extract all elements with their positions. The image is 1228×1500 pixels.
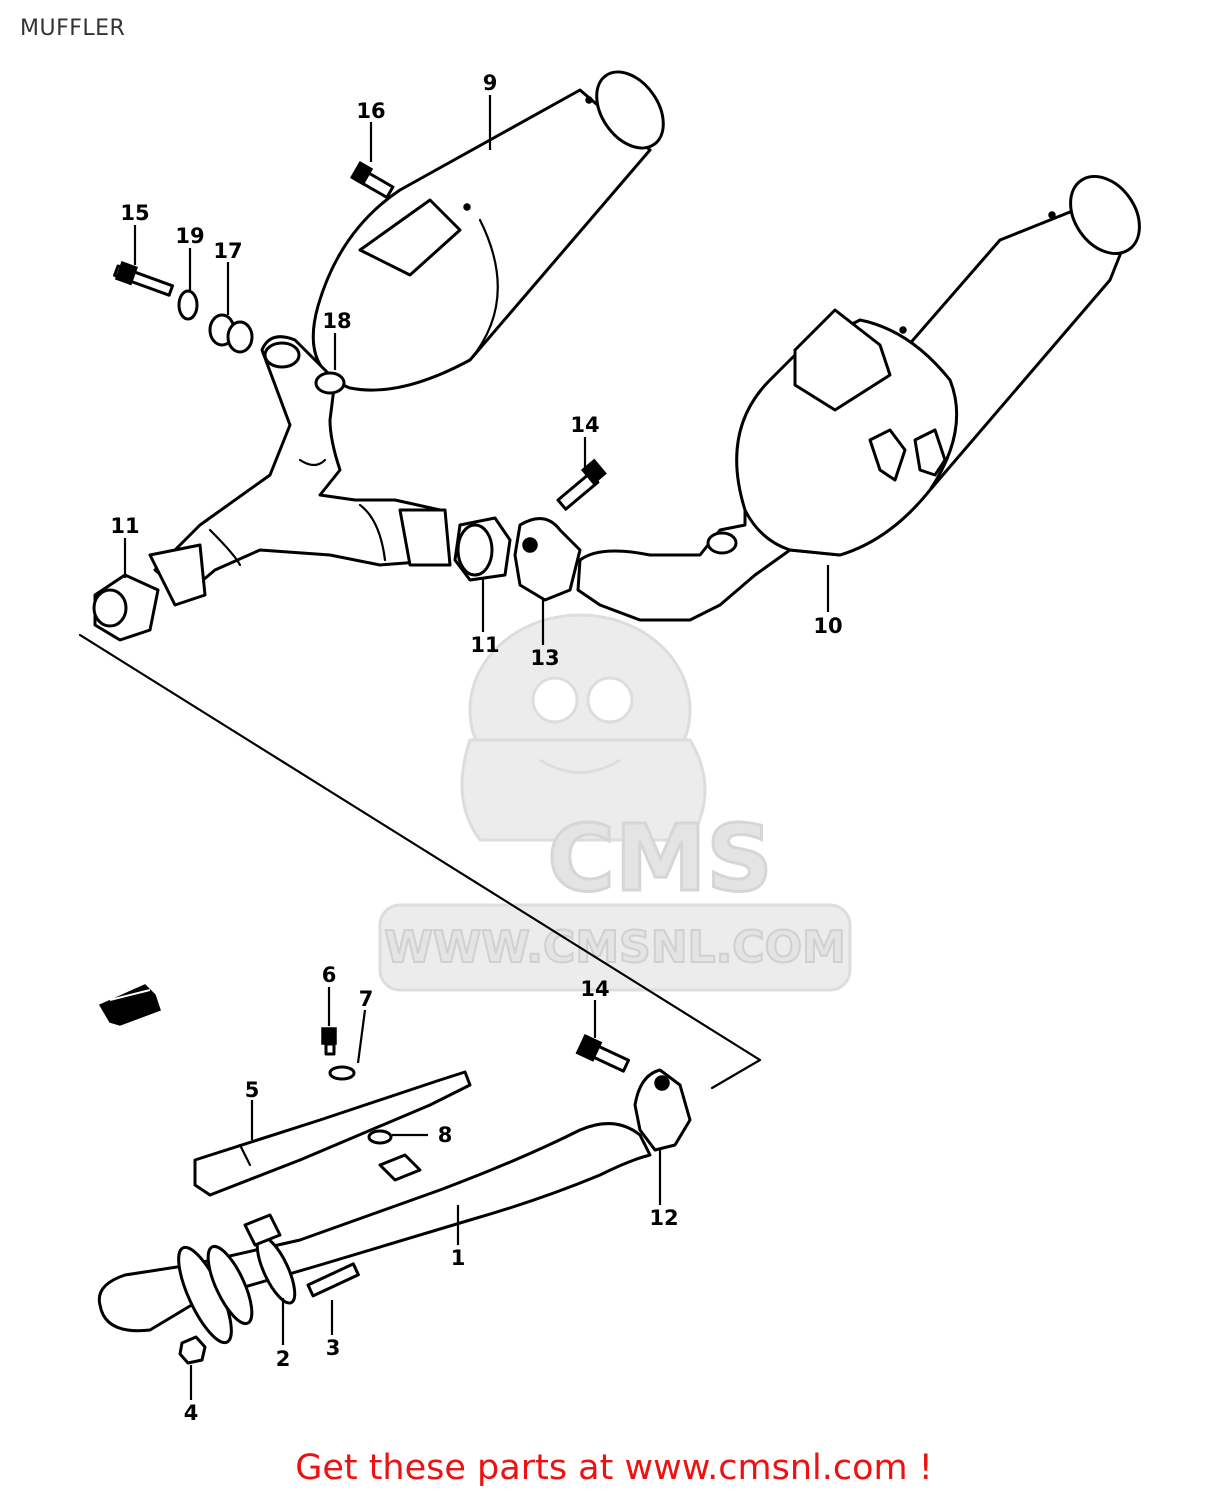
callout-19[interactable]: 19 xyxy=(175,224,204,248)
get-parts-link[interactable]: Get these parts at www.cmsnl.com ! xyxy=(295,1448,933,1488)
heat-shield xyxy=(193,1070,472,1197)
callout-10[interactable]: 10 xyxy=(813,614,842,638)
front-arrow-icon xyxy=(98,984,161,1026)
y-pipe-assembly xyxy=(148,335,452,607)
connection-line xyxy=(78,633,762,1090)
page-title: MUFFLER xyxy=(20,16,126,41)
bushing-17 xyxy=(208,313,254,354)
callout-labels: 9 16 15 19 17 18 14 11 11 13 10 6 7 14 5… xyxy=(110,71,842,1425)
muffler-lower-right xyxy=(576,175,1141,622)
muffler-upper xyxy=(311,70,665,392)
callout-11-left[interactable]: 11 xyxy=(110,514,139,538)
bolt-14-lower xyxy=(575,1034,631,1073)
gasket-sleeve-right xyxy=(453,516,512,582)
gasket-sleeve-left xyxy=(92,573,160,642)
callout-2[interactable]: 2 xyxy=(276,1347,291,1371)
bolt-6 xyxy=(321,1027,337,1056)
bolt-14-upper xyxy=(556,458,607,511)
mascot-icon xyxy=(460,613,707,842)
stud-3 xyxy=(306,1262,360,1298)
callout-5[interactable]: 5 xyxy=(245,1078,260,1102)
callout-16[interactable]: 16 xyxy=(356,99,385,123)
bolt-16 xyxy=(349,160,395,199)
callout-11-right[interactable]: 11 xyxy=(470,633,499,657)
exhaust-pipe xyxy=(97,1122,652,1345)
callout-7[interactable]: 7 xyxy=(359,987,374,1011)
callout-13[interactable]: 13 xyxy=(530,646,559,670)
clamp-12 xyxy=(633,1068,692,1152)
leader-lines xyxy=(123,95,830,1400)
bolt-15 xyxy=(113,261,175,297)
watermark-brand: CMS xyxy=(547,805,772,912)
washer-7 xyxy=(328,1065,356,1081)
callout-18[interactable]: 18 xyxy=(322,309,351,333)
callout-15[interactable]: 15 xyxy=(120,201,149,225)
callout-12[interactable]: 12 xyxy=(649,1206,678,1230)
watermark-banner xyxy=(378,903,852,992)
grommet-8 xyxy=(367,1129,393,1145)
callout-9[interactable]: 9 xyxy=(483,71,498,95)
washer-19 xyxy=(177,289,199,321)
callout-4[interactable]: 4 xyxy=(184,1401,199,1425)
nut-4 xyxy=(178,1335,207,1365)
callout-6[interactable]: 6 xyxy=(322,963,337,987)
callout-8[interactable]: 8 xyxy=(438,1123,453,1147)
callout-14-upper[interactable]: 14 xyxy=(570,413,599,437)
clamp-13 xyxy=(513,517,582,602)
callout-3[interactable]: 3 xyxy=(326,1336,341,1360)
callout-1[interactable]: 1 xyxy=(451,1246,466,1270)
watermark-url: WWW.CMSNL.COM xyxy=(384,922,846,973)
callout-17[interactable]: 17 xyxy=(213,239,242,263)
callout-14-lower[interactable]: 14 xyxy=(580,977,609,1001)
cms-watermark: CMS WWW.CMSNL.COM xyxy=(378,613,852,992)
